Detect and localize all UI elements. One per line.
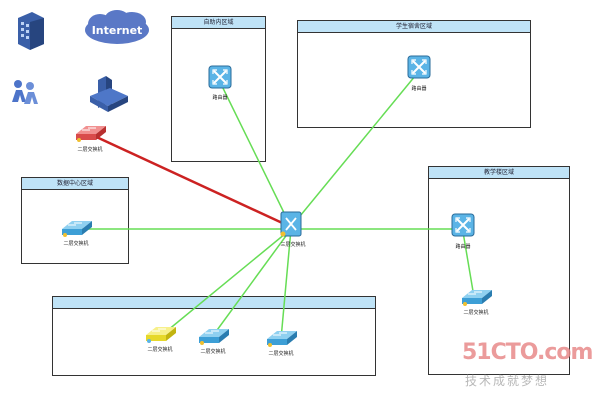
users-group-icon (12, 80, 38, 104)
router-label: 路由器 (455, 244, 471, 250)
watermark-slogan: 技术成就梦想 (465, 374, 550, 388)
link-core-router-top-middle (219, 81, 292, 228)
zone-title: 教学楼区域 (429, 167, 569, 179)
zone-title: 数据中心区域 (22, 178, 128, 190)
router-icon (451, 213, 475, 237)
zone-title: 学生宿舍区域 (298, 21, 530, 33)
core-switch-icon (280, 211, 302, 237)
link-core-switch-bottom-mid (211, 228, 292, 338)
switch-icon (62, 221, 92, 237)
switch-icon (462, 290, 492, 306)
zone-right: 教学楼区域 (428, 166, 570, 375)
internet-cloud-icon (85, 10, 149, 44)
link-core-router-top-right (290, 69, 421, 228)
zone-title: 自助内区域 (172, 17, 265, 29)
switch-label: 二层交换机 (147, 347, 173, 353)
router-label: 路由器 (411, 86, 427, 92)
switch-label: 二层交换机 (268, 351, 294, 357)
switch-yellow-icon (146, 327, 176, 343)
link-router-right-switch (462, 231, 475, 298)
core-switch-label: 三层交换机 (280, 242, 306, 248)
link-core-switch-bottom-right (280, 228, 292, 340)
switch-label: 二层交换机 (463, 310, 489, 316)
switch-label: 二层交换机 (63, 241, 89, 247)
branch-building-icon (90, 76, 128, 112)
link-core-switch-red (89, 132, 292, 229)
router-label: 路由器 (212, 95, 228, 101)
office-building-icon (18, 12, 44, 50)
zone-top-right: 学生宿舍区域 (297, 20, 531, 128)
router-icon (208, 65, 232, 89)
switch-icon (199, 329, 229, 345)
switch-label: 二层交换机 (77, 147, 103, 153)
zone-left: 数据中心区域 (21, 177, 129, 264)
zone-title (53, 297, 375, 309)
watermark-logo: 51CTO.com (462, 340, 593, 365)
zone-top-middle: 自助内区域 (171, 16, 266, 162)
link-core-switch-yellow (161, 228, 292, 336)
router-icon (407, 55, 431, 79)
switch-label: 二层交换机 (200, 349, 226, 355)
switch-red-icon (76, 126, 106, 142)
switch-icon (267, 331, 297, 347)
